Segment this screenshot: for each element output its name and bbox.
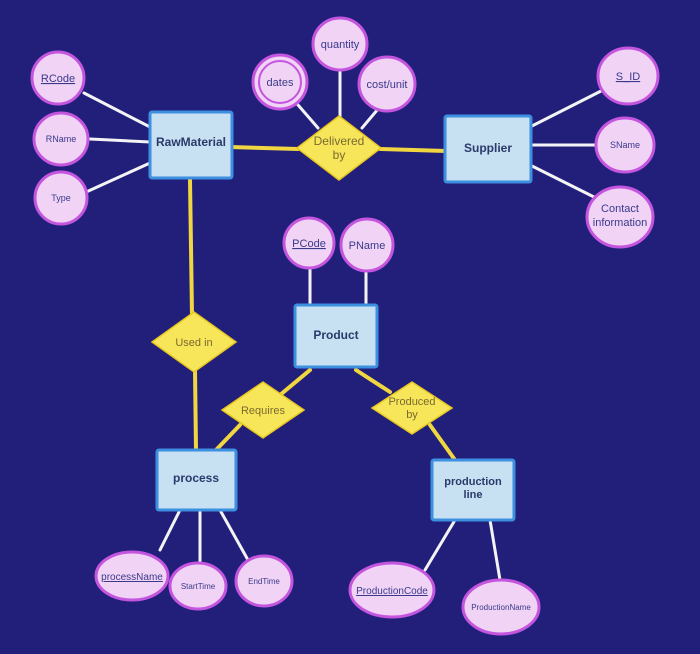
relationship-delivered-by-label-2: by — [333, 148, 346, 162]
relationship-delivered-by-label-1: Delivered — [314, 134, 365, 148]
attribute-process-name[interactable]: processName — [94, 550, 170, 602]
attribute-process-name-label: processName — [101, 572, 163, 583]
line-processname-process — [158, 508, 182, 552]
line-rcode-rawmaterial — [82, 91, 152, 129]
attribute-quantity-label: quantity — [321, 39, 360, 51]
entity-supplier[interactable]: Supplier — [443, 114, 533, 184]
line-requires-process — [214, 423, 242, 452]
attribute-pcode[interactable]: PCode — [282, 216, 336, 270]
attribute-production-name[interactable]: ProductionName — [461, 578, 541, 636]
relationship-used-in-label: Used in — [175, 337, 212, 349]
attribute-dates-label: dates — [267, 77, 294, 89]
line-product-requires — [278, 368, 312, 397]
line-producedby-productionline — [428, 423, 457, 462]
line-rawmaterial-usedin — [188, 178, 194, 317]
attribute-sname[interactable]: SName — [594, 116, 656, 174]
entity-process[interactable]: process — [155, 448, 238, 512]
line-contact-supplier — [528, 163, 602, 202]
attribute-pcode-label: PCode — [292, 238, 326, 250]
attribute-s-id[interactable]: S_ID — [596, 46, 660, 106]
attribute-rcode-label: RCode — [41, 73, 75, 85]
entity-production-line-label-1: production — [444, 476, 502, 488]
attribute-end-time-label: EndTime — [248, 577, 280, 586]
attribute-type[interactable]: Type — [33, 170, 89, 226]
attribute-end-time[interactable]: EndTime — [234, 554, 294, 608]
attribute-pname-label: PName — [349, 240, 386, 252]
attribute-rname-label: RName — [46, 134, 77, 144]
attribute-start-time[interactable]: StartTime — [168, 561, 228, 611]
attribute-sname-label: SName — [610, 140, 640, 150]
entity-supplier-label: Supplier — [464, 141, 512, 155]
line-product-producedby — [354, 368, 392, 394]
line-rawmaterial-delivered — [228, 145, 300, 151]
entity-production-line[interactable]: production line — [430, 458, 516, 522]
relationship-produced-by-label-2: by — [406, 409, 418, 421]
relationship-produced-by-label-1: Produced — [388, 396, 435, 408]
attribute-production-code-label: ProductionCode — [356, 586, 428, 597]
entity-rawmaterial[interactable]: RawMaterial — [148, 110, 234, 180]
attribute-start-time-label: StartTime — [181, 582, 216, 591]
entity-rawmaterial-label: RawMaterial — [156, 135, 226, 149]
entity-production-line-label-2: line — [464, 489, 483, 501]
entity-product[interactable]: Product — [293, 303, 379, 369]
attribute-production-name-label: ProductionName — [471, 603, 531, 612]
attribute-contact-label-1: Contact — [601, 203, 639, 215]
attribute-dates[interactable]: dates — [251, 53, 309, 111]
relationship-produced-by[interactable]: Produced by — [370, 381, 454, 435]
attribute-cost-unit[interactable]: cost/unit — [357, 55, 417, 113]
relationship-requires[interactable]: Requires — [220, 381, 306, 439]
attribute-rcode[interactable]: RCode — [30, 50, 86, 106]
attribute-contact-information[interactable]: Contact information — [585, 185, 655, 249]
relationship-requires-label: Requires — [241, 405, 286, 417]
attribute-cost-unit-label: cost/unit — [367, 79, 408, 91]
attribute-type-label: Type — [51, 193, 71, 203]
line-productioncode-production — [423, 518, 457, 572]
entity-product-label: Product — [313, 328, 358, 342]
line-productionname-production — [488, 518, 502, 582]
attribute-quantity[interactable]: quantity — [311, 16, 369, 72]
attribute-rname[interactable]: RName — [32, 111, 90, 167]
attribute-pname[interactable]: PName — [339, 217, 395, 273]
line-delivered-supplier — [378, 147, 448, 153]
relationship-used-in[interactable]: Used in — [150, 311, 238, 373]
line-type-rawmaterial — [82, 161, 152, 195]
attribute-s-id-label: S_ID — [616, 71, 641, 83]
attribute-production-code[interactable]: ProductionCode — [348, 561, 436, 619]
line-rname-rawmaterial — [88, 137, 152, 144]
entity-process-label: process — [173, 471, 219, 485]
relationship-delivered-by[interactable]: Delivered by — [295, 115, 383, 181]
attribute-contact-label-2: information — [593, 217, 647, 229]
line-sid-supplier — [528, 88, 605, 129]
line-usedin-process — [193, 368, 198, 452]
line-endtime-process — [218, 508, 250, 562]
